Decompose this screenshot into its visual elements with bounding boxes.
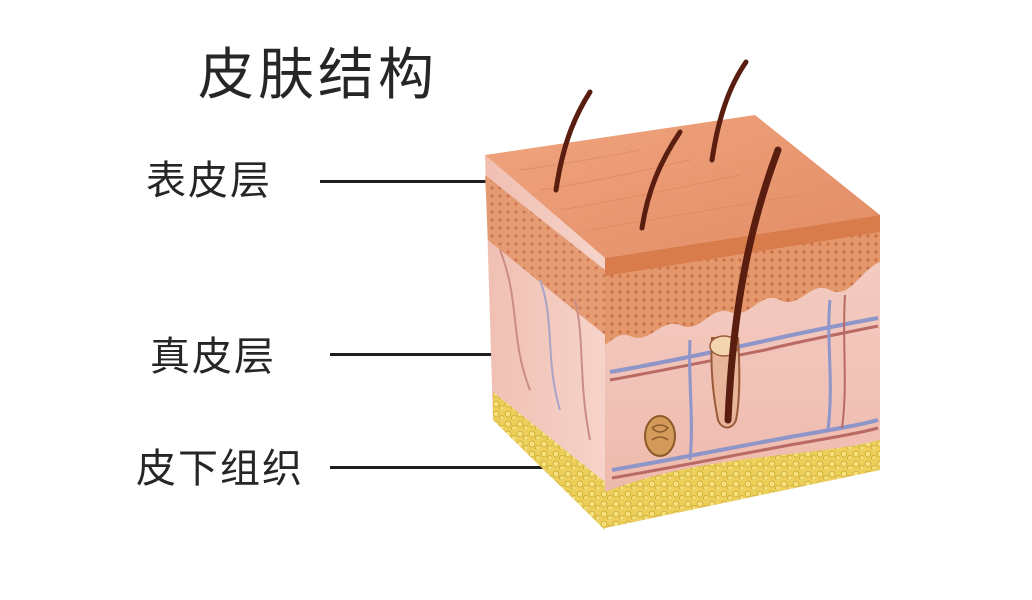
label-dermis: 真皮层 bbox=[150, 334, 276, 380]
leader-line-subcutaneous bbox=[330, 466, 558, 469]
diagram-title: 皮肤结构 bbox=[198, 43, 438, 108]
hairs bbox=[553, 59, 782, 424]
leader-line-dermis bbox=[330, 353, 540, 356]
left-face bbox=[485, 155, 605, 530]
label-epidermis: 表皮层 bbox=[146, 158, 272, 204]
label-subcutaneous: 皮下组织 bbox=[136, 446, 304, 492]
leader-line-epidermis bbox=[320, 180, 510, 183]
